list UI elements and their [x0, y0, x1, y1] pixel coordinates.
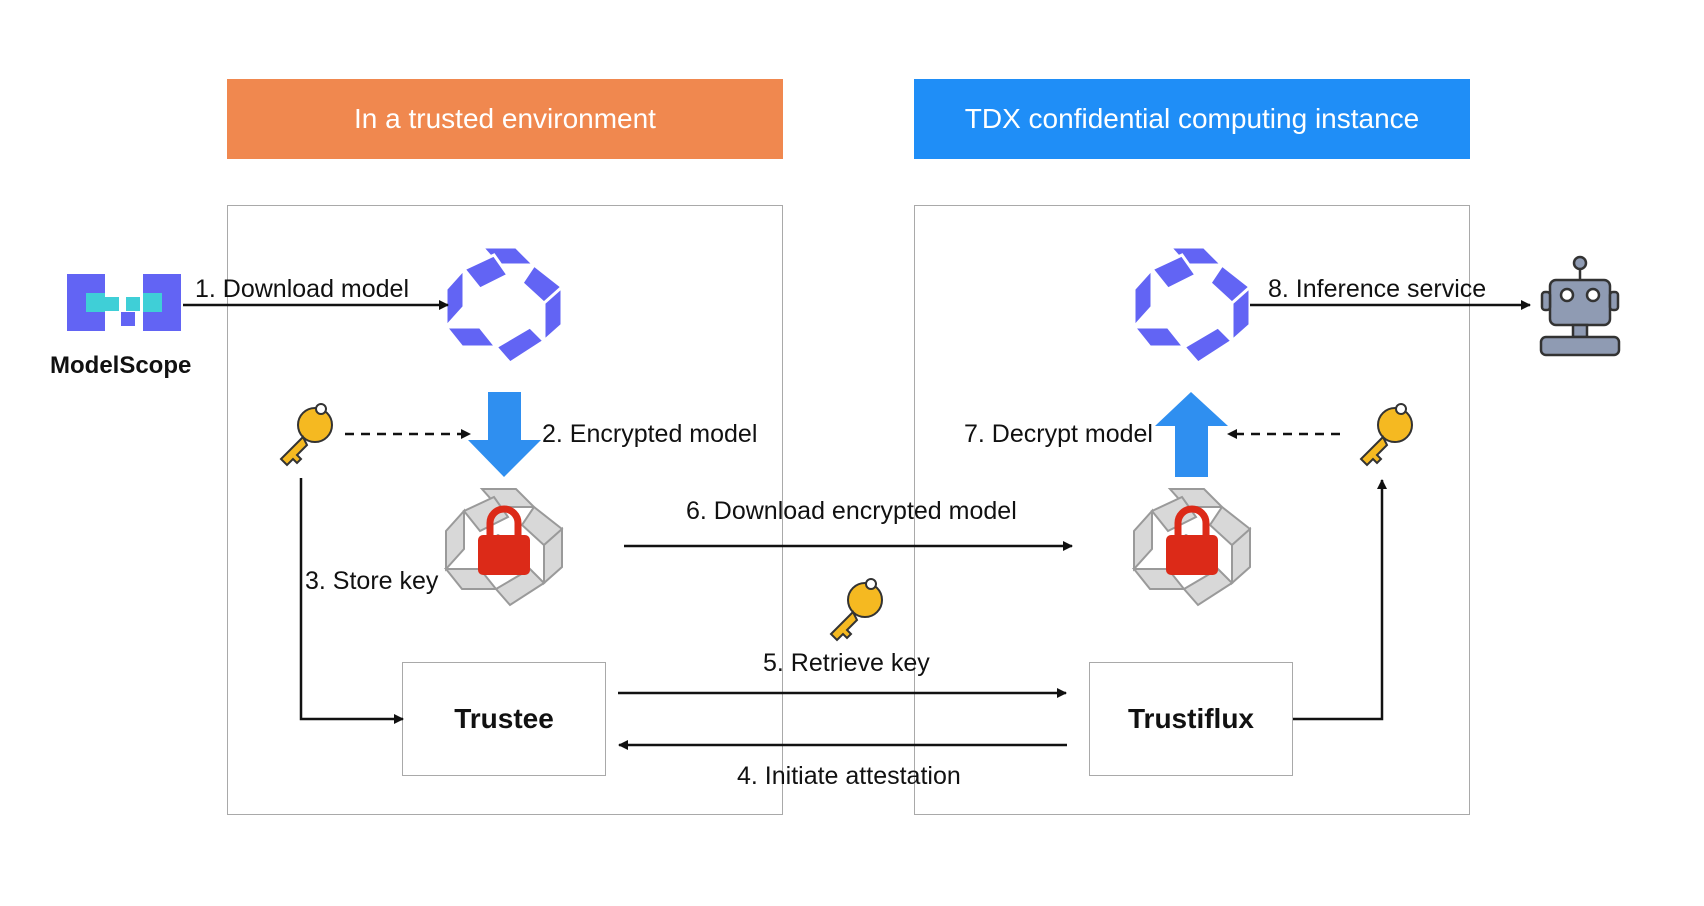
model-icon: [444, 245, 564, 365]
store-key-arrow: [299, 478, 404, 724]
step-7-label: 7. Decrypt model: [964, 420, 1153, 448]
key-icon: [830, 578, 883, 641]
step-8-label: 8. Inference service: [1268, 275, 1487, 303]
robot-icon: [1539, 255, 1621, 357]
step-5-label: 5. Retrieve key: [763, 649, 930, 677]
step-3-label: 3. Store key: [305, 567, 439, 595]
trusted-environment-panel: [227, 205, 783, 815]
modelscope-label: ModelScope: [50, 352, 192, 379]
modelscope-logo-icon: [67, 274, 181, 331]
trustiflux-node: Trustiflux: [1089, 662, 1293, 776]
encrypt-down-arrow: [468, 392, 541, 477]
encrypted-model-icon: [1133, 488, 1251, 606]
key-icon: [280, 403, 333, 466]
encrypted-model-icon: [445, 488, 563, 606]
decrypt-up-arrow: [1155, 392, 1228, 477]
trustiflux-to-key-arrow: [1293, 479, 1387, 721]
tdx-instance-panel: [914, 205, 1470, 815]
tdx-instance-header: TDX confidential computing instance: [914, 79, 1470, 159]
step-6-label: 6. Download encrypted model: [686, 497, 1017, 525]
step-2-label: 2. Encrypted model: [542, 420, 758, 448]
trustee-node: Trustee: [402, 662, 606, 776]
trusted-environment-header: In a trusted environment: [227, 79, 783, 159]
step-1-label: 1. Download model: [195, 275, 410, 303]
model-icon: [1132, 245, 1252, 365]
step-4-label: 4. Initiate attestation: [737, 762, 961, 790]
key-icon: [1360, 403, 1413, 466]
